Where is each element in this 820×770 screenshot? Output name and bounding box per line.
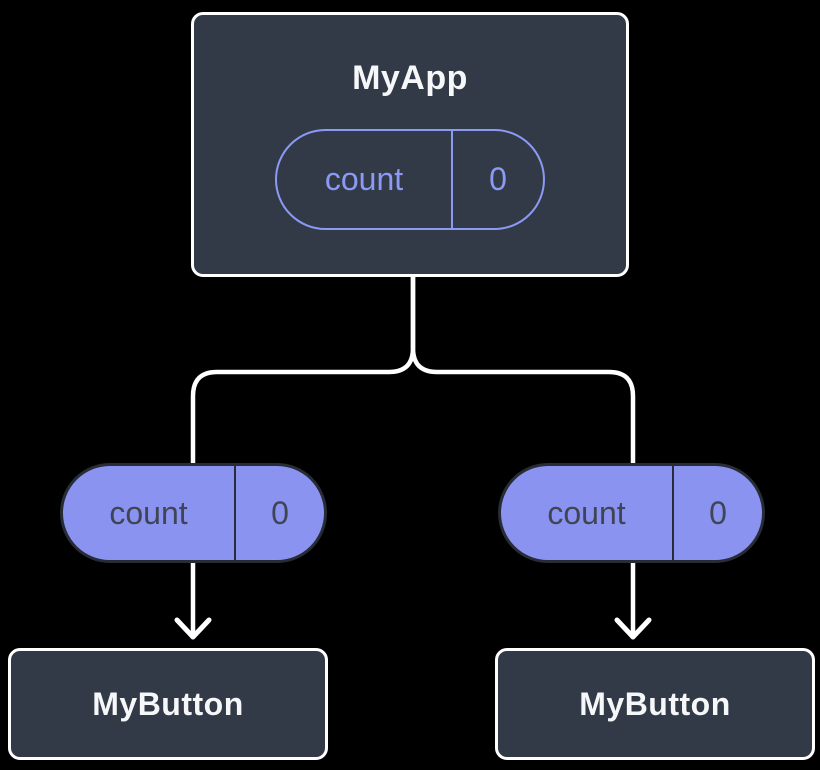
arrowhead-down-right-icon <box>614 617 652 640</box>
prop-pill-right-value: 0 <box>709 494 727 531</box>
prop-pill-right: count 0 <box>498 463 765 563</box>
prop-pill-left: count 0 <box>60 463 327 563</box>
arrowhead-down-left-icon <box>174 617 212 640</box>
connector-root-to-right <box>410 274 636 637</box>
mybutton-left-label: MyButton <box>92 685 244 722</box>
prop-pill-left-value: 0 <box>271 494 289 531</box>
mybutton-component-card-right: MyButton <box>495 648 815 760</box>
connector-root-to-left <box>190 274 416 637</box>
mybutton-right-label: MyButton <box>579 685 731 722</box>
myapp-label: MyApp <box>352 59 468 97</box>
mybutton-component-card-left: MyButton <box>8 648 328 760</box>
state-pill: count 0 <box>275 129 545 230</box>
state-pill-name: count <box>277 131 453 228</box>
myapp-component-card: MyApp count 0 <box>191 12 629 277</box>
prop-pill-left-name: count <box>63 466 236 560</box>
prop-pill-right-name: count <box>501 466 674 560</box>
state-pill-value: 0 <box>489 161 507 197</box>
